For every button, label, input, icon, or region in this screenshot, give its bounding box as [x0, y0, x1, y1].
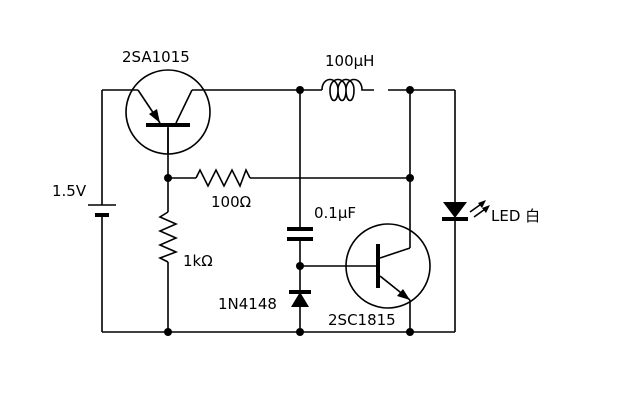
wires [101, 89, 456, 333]
inductor-symbol [321, 78, 374, 102]
junction-dots [164, 86, 414, 336]
resistor-100-label: 100Ω [211, 193, 251, 211]
inductor-label: 100µH [325, 52, 374, 70]
battery-symbol [88, 204, 116, 217]
pnp-transistor-symbol [125, 69, 211, 155]
resistor-1k-label: 1kΩ [183, 252, 213, 270]
led-symbol [442, 200, 490, 221]
diode-symbol [289, 290, 311, 307]
led-label: LED 白 [491, 207, 540, 225]
capacitor-label: 0.1µF [314, 204, 356, 222]
npn-transistor-label: 2SC1815 [328, 311, 396, 329]
resistor-100-symbol [195, 168, 251, 188]
pnp-transistor-label: 2SA1015 [122, 48, 190, 66]
resistor-1k-symbol [158, 211, 179, 263]
npn-transistor-symbol [345, 223, 431, 309]
battery-label: 1.5V [52, 182, 87, 200]
diode-label: 1N4148 [218, 295, 277, 313]
capacitor-symbol [287, 227, 313, 241]
